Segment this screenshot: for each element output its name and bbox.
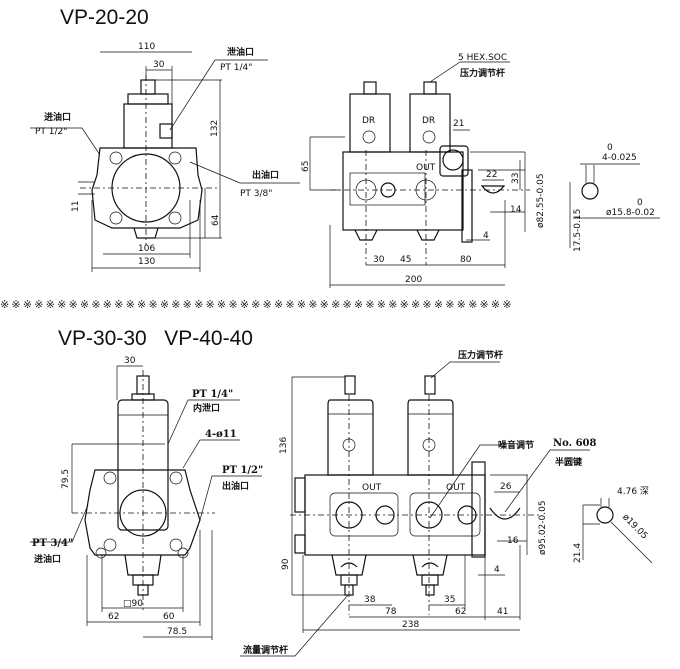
dim-14: 14 (510, 205, 522, 215)
cap (127, 93, 169, 105)
dim-35: 35 (444, 595, 455, 605)
label-key-no: No. 608 (553, 438, 597, 449)
dim-64: 64 (211, 214, 221, 226)
outlet-flange (439, 145, 469, 177)
dim-136: 136 (279, 437, 289, 454)
dim-79-5: 79.5 (61, 469, 71, 489)
dim-38: 38 (364, 595, 376, 605)
body-outline (84, 469, 201, 556)
label-noise-adj: 噪音调节 (498, 439, 534, 451)
label-pressure-adj: 压力调节杆 (460, 67, 505, 79)
label-out-right: OUT (446, 483, 466, 493)
label-out-left: OUT (362, 483, 382, 493)
label-bolt-holes: 4-ø11 (205, 429, 237, 440)
dim-21: 21 (453, 119, 464, 129)
head-right (407, 399, 454, 476)
dim-78: 78 (385, 607, 397, 617)
bolt-br (168, 211, 182, 225)
label-outlet-port: PT 1/2" (222, 465, 263, 476)
label-flow-adj: 流量调节杆 (243, 644, 288, 656)
dim-106: 106 (138, 244, 155, 254)
dim-11: 11 (71, 201, 81, 212)
dim-33: 33 (511, 173, 521, 184)
dim-21-4: 21.4 (573, 543, 583, 563)
dim-78-5: 78.5 (167, 627, 187, 637)
label-dr-left: DR (362, 116, 375, 126)
dim-65: 65 (301, 161, 311, 172)
dim-16: 16 (507, 536, 519, 546)
label-inlet-port: PT 1/2" (35, 127, 67, 137)
adjust-stem (140, 79, 156, 95)
dim-62: 62 (108, 612, 119, 622)
dim-238: 238 (402, 620, 419, 630)
dim-shaft-dia: ø15.8-0.02 (606, 208, 655, 218)
dim-80: 80 (460, 255, 472, 265)
dim-60: 60 (163, 612, 175, 622)
dim-dia-82: ø82.55-0.05 (536, 173, 546, 228)
dim-dia-95: ø95.02-0.05 (538, 500, 548, 555)
label-outlet: 出油口 (252, 169, 279, 181)
dim-key-depth: 4.76 深 (617, 486, 649, 497)
bolt-tr (168, 151, 182, 165)
title-vp-30-40: VP-30-30 VP-40-40 (58, 327, 253, 350)
dim-30: 30 (153, 60, 165, 70)
bolt-bl (109, 211, 123, 225)
body (342, 151, 464, 231)
dim-30b: 30 (373, 255, 385, 265)
label-inlet: 进油口 (34, 553, 61, 565)
label-drain: 内泄口 (193, 402, 220, 414)
dim-sq90: □90 (123, 599, 143, 609)
dim-4: 4 (494, 565, 500, 575)
label-drain-port: PT 1/4" (192, 389, 233, 400)
label-pressure-adj: 压力调节杆 (458, 349, 503, 361)
side-view-vp20: DR DR OUT 65 21 33 22 14 4 (301, 53, 546, 288)
label-inlet-port: PT 3/4" (32, 538, 73, 549)
body-outline (91, 147, 203, 229)
label-outlet-port: PT 3/8" (240, 189, 272, 199)
shaft-section (581, 182, 599, 200)
zero-2: 0 (637, 198, 643, 208)
bolt-tl (109, 151, 123, 165)
label-hex-soc: 5 HEX.SOC (458, 53, 507, 63)
dim-22: 22 (486, 170, 497, 180)
dim-dia-19: ø19.05 (620, 512, 649, 541)
dim-41: 41 (497, 607, 508, 617)
dim-132: 132 (210, 120, 220, 137)
dim-key-height: 17.5-0.15 (573, 209, 583, 252)
dim-4: 4 (483, 231, 489, 241)
shaft-section (596, 506, 614, 524)
head-left (327, 399, 374, 476)
dim-62b: 62 (455, 607, 466, 617)
head (123, 103, 173, 149)
key-detail-vp20: 0 4-0.025 0 ø15.8-0.02 17.5-0.15 (569, 143, 660, 252)
label-drain-port: PT 1/4" (220, 63, 252, 73)
side-view-vp30: OUT OUT 136 90 26 16 4 38 78 (240, 349, 597, 657)
key-seat (489, 507, 521, 520)
label-half-key: 半圆键 (555, 456, 583, 468)
dim-key-width: 4-0.025 (602, 153, 637, 163)
zero-1: 0 (607, 143, 613, 153)
dim-30: 30 (124, 356, 136, 366)
key-seat (480, 185, 506, 194)
front-view-vp30: 30 79.5 □90 62 60 78.5 PT 1/4" 内泄口 4-ø11… (30, 356, 263, 640)
separator: ※※※※※※※※※※※※※※※※※※※※※※※※※※※※※※※※※※※※※※※※… (0, 298, 514, 311)
title-vp-20-20: VP-20-20 (60, 6, 149, 29)
key-detail-vp30: 4.76 深 21.4 ø19.05 (573, 486, 653, 564)
dim-90: 90 (281, 558, 291, 570)
label-drain: 泄油口 (227, 46, 254, 58)
dim-110: 110 (138, 42, 155, 52)
label-outlet: 出油口 (222, 480, 249, 492)
label-inlet: 进油口 (44, 111, 71, 123)
front-view-vp20: 110 30 132 64 106 130 11 泄油口 PT 1/4" 进油口… (30, 42, 300, 272)
label-dr-right: DR (422, 116, 435, 126)
drain-fitting (159, 123, 173, 139)
dim-130: 130 (138, 257, 155, 267)
dim-200: 200 (405, 275, 422, 285)
dim-45: 45 (400, 255, 411, 265)
dim-26: 26 (500, 482, 512, 492)
